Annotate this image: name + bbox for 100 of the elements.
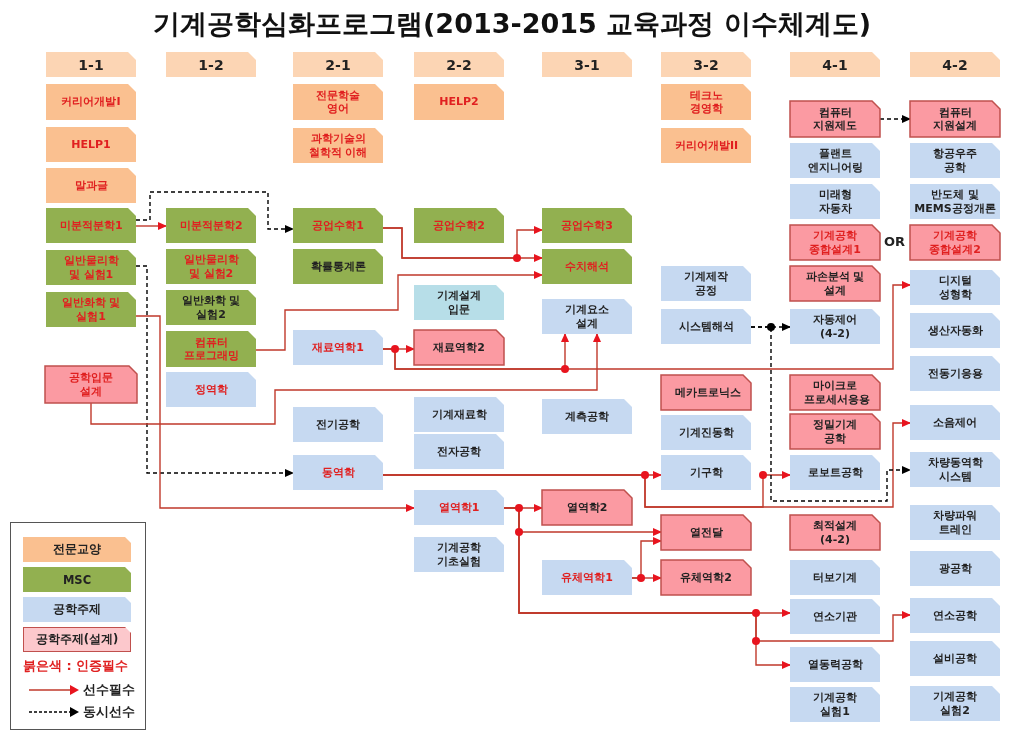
- semester-label: 3-1: [574, 56, 600, 73]
- course-name: 설비공학: [933, 651, 977, 666]
- course-name: 기구학: [689, 465, 723, 480]
- course-box: [790, 375, 880, 410]
- course-name: 일반화학 및 실험2: [180, 294, 242, 321]
- course-name: 전동기응용: [927, 366, 983, 381]
- course-name: 전기공학: [316, 417, 360, 432]
- course-name: 전문학술 영어: [315, 88, 361, 116]
- arrow: [631, 537, 662, 579]
- course-box: [45, 366, 137, 403]
- course-box: [910, 641, 1000, 676]
- course-box: [790, 266, 880, 301]
- semester-label: 4-2: [942, 56, 968, 73]
- course-box: [790, 687, 880, 722]
- course-name: 열역학1: [438, 500, 480, 515]
- course-box: [790, 647, 880, 682]
- arrow: [382, 419, 911, 508]
- course-box: [46, 84, 136, 120]
- course-name: 동역학: [321, 465, 355, 480]
- course-box: [910, 405, 1000, 440]
- course-name: 컴퓨터 지원제도: [812, 105, 858, 133]
- course-box: [790, 225, 880, 260]
- legend-text: 동시선수: [83, 703, 135, 721]
- course-box: [790, 599, 880, 634]
- course-name: 계측공학: [565, 409, 609, 424]
- course-box: [166, 372, 256, 407]
- course-box: [910, 598, 1000, 633]
- course-name: 과학기술의 철학적 이해: [307, 132, 369, 159]
- course-name: 미래형 자동차: [817, 188, 853, 215]
- course-box: [910, 101, 1000, 137]
- course-name: 일반물리학 및 실험2: [182, 253, 240, 280]
- course-box: [661, 375, 751, 410]
- course-name: 커리어개발I: [61, 95, 121, 109]
- course-box: [790, 101, 880, 137]
- course-box: [790, 455, 880, 490]
- semester-label: 1-1: [78, 56, 104, 73]
- course-name: 기계공학 실험1: [812, 691, 858, 718]
- or-label: OR: [884, 234, 906, 249]
- course-name: 항공우주 공학: [932, 147, 978, 174]
- course-box: [542, 299, 632, 334]
- course-name: 디지털 성형학: [937, 274, 973, 301]
- course-name: 유체역학1: [561, 570, 613, 585]
- course-box: [542, 490, 632, 525]
- course-box: [661, 515, 751, 550]
- course-box: [661, 560, 751, 595]
- semester-header: [542, 52, 632, 77]
- course-box: [46, 250, 136, 285]
- course-name: 로보트공학: [807, 465, 863, 480]
- course-name: 터보기계: [813, 570, 857, 585]
- course-box: [293, 128, 383, 163]
- course-name: 연소공학: [933, 608, 977, 623]
- course-box: [166, 290, 256, 325]
- course-name: 커리어개발II: [675, 138, 737, 153]
- course-name: 정밀기계 공학: [812, 418, 858, 445]
- course-name: 재료역학1: [312, 340, 364, 355]
- course-box: [293, 407, 383, 442]
- course-name: 열전달: [689, 525, 723, 540]
- course-box: [910, 452, 1000, 487]
- course-name: 공학입문 설계: [68, 371, 114, 398]
- course-name: HELP1: [71, 137, 111, 152]
- course-name: 시스템해석: [678, 319, 734, 334]
- course-name: 재료역학2: [433, 340, 485, 355]
- course-box: [661, 266, 751, 301]
- course-name: 기계제작 공정: [683, 270, 729, 297]
- course-name: 최적설계 (4-2): [812, 519, 858, 546]
- course-name: 확률통계론: [310, 259, 366, 274]
- course-box: [414, 208, 504, 243]
- course-box: [661, 455, 751, 490]
- course-name: 차량동역학 시스템: [926, 456, 984, 483]
- course-name: 생산자동화: [927, 323, 983, 338]
- course-box: [46, 127, 136, 162]
- course-box: [414, 397, 504, 432]
- semester-header: [166, 52, 256, 77]
- course-box: [166, 249, 256, 284]
- course-name: 테크노 경영학: [688, 88, 724, 116]
- course-name: 연소기관: [813, 609, 857, 624]
- course-box: [293, 455, 383, 490]
- course-box: [910, 356, 1000, 391]
- course-box: [790, 309, 880, 344]
- course-box: [46, 168, 136, 203]
- course-name: 컴퓨터 지원설계: [932, 105, 978, 133]
- course-box: [910, 143, 1000, 178]
- course-box: [414, 84, 504, 120]
- semester-label: 2-1: [325, 56, 351, 73]
- semester-label: 3-2: [693, 56, 719, 73]
- course-box: [790, 143, 880, 178]
- legend-swatch: 전문교양: [23, 537, 131, 562]
- course-name: 기계공학 종합설계1: [808, 229, 862, 256]
- course-box: [414, 490, 504, 525]
- course-name: 열동력공학: [807, 657, 863, 672]
- course-name: 공업수학2: [433, 218, 485, 233]
- course-name: 미분적분학2: [180, 218, 242, 233]
- arrow: [135, 315, 415, 512]
- course-name: 정역학: [194, 382, 228, 397]
- course-box: [414, 285, 504, 320]
- semester-label: 4-1: [822, 56, 848, 73]
- course-name: 플랜트 엔지니어링: [806, 147, 864, 174]
- arrow: [255, 271, 543, 351]
- course-box: [910, 225, 1000, 260]
- arrow: [90, 333, 601, 425]
